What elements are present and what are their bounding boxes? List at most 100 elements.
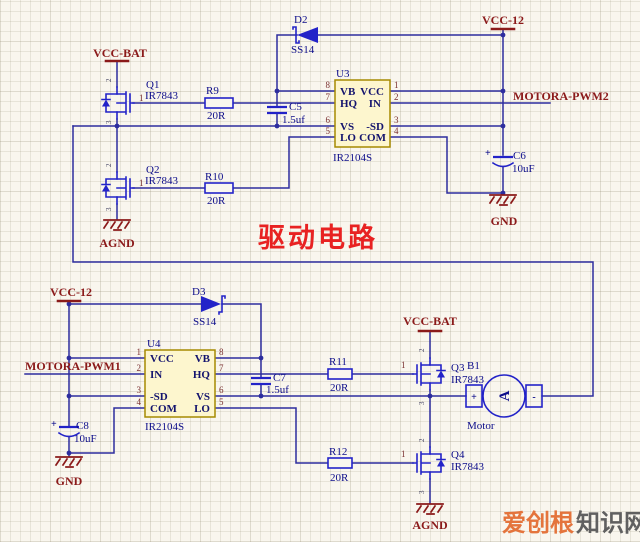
u4-pin7-number: 7 (219, 363, 224, 373)
ground-agnd-q2: AGND (99, 219, 135, 250)
q4-gate-pin: 1 (401, 449, 406, 459)
u3-pin-sd: -SD (366, 121, 384, 133)
q4-part: IR7843 (451, 461, 485, 473)
d2-part: SS14 (291, 44, 315, 56)
u4-pin-lo: LO (194, 403, 210, 415)
c6-polarity: + (485, 148, 491, 159)
c5-designator: C5 (289, 101, 302, 113)
q4-source-pin: 3 (418, 490, 426, 494)
c6-value: 10uF (512, 163, 535, 175)
u4-pin2-number: 2 (137, 363, 142, 373)
resistor-r11: R11 20R (327, 356, 353, 394)
net-label-motora-pwm2: MOTORA-PWM2 (513, 89, 609, 103)
r10-value: 20R (207, 195, 226, 207)
u4-pin-vs: VS (196, 391, 210, 403)
q1-designator: Q1 (146, 79, 159, 91)
power-port-vcc-bat-2: VCC-BAT (403, 314, 457, 333)
u4-pin-vcc: VCC (150, 353, 174, 365)
d3-part: SS14 (193, 316, 217, 328)
net-label-motora-pwm1: MOTORA-PWM1 (25, 359, 121, 373)
u4-pin-vb: VB (195, 353, 211, 365)
mosfet-q2: Q2 1 IR7843 2 3 (101, 163, 179, 211)
u4-pin3-number: 3 (137, 385, 142, 395)
u3-pin-vcc: VCC (360, 86, 384, 98)
u4-pin4-number: 4 (137, 397, 142, 407)
q2-part: IR7843 (145, 175, 179, 187)
q1-part: IR7843 (145, 90, 179, 102)
r9-value: 20R (207, 110, 226, 122)
power-port-vcc-bat-1: VCC-BAT (93, 46, 147, 63)
chip-u4: U4 IR2104S VCC VB IN HQ -SD VS COM LO 1 … (137, 338, 225, 433)
q3-source-pin: 3 (418, 401, 426, 405)
q4-designator: Q4 (451, 449, 465, 461)
b1-designator: B1 (467, 360, 480, 372)
mosfet-q1: Q1 1 IR7843 2 3 (101, 78, 179, 124)
u3-pin3-number: 3 (394, 115, 399, 125)
net-label-vcc-bat-2: VCC-BAT (403, 314, 457, 328)
motor-minus-terminal: - (532, 392, 535, 403)
output-loop-wire (72, 125, 594, 397)
q4-drain-pin: 2 (418, 438, 426, 442)
u3-pin-vs: VS (340, 121, 354, 133)
u4-pin5-number: 5 (219, 397, 224, 407)
q3-part: IR7843 (451, 374, 485, 386)
q2-gate-pin: 1 (139, 178, 144, 188)
c8-polarity: + (51, 419, 57, 430)
u4-pin1-number: 1 (137, 347, 142, 357)
u3-pin5-number: 5 (326, 126, 331, 136)
upper-half-bridge-wires (72, 28, 551, 220)
c7-value: 1.5uf (266, 384, 289, 396)
c5-value: 1.5uf (282, 114, 305, 126)
q2-source-pin: 3 (105, 207, 113, 211)
c8-designator: C8 (76, 420, 89, 432)
ground-gnd-c8: GND (55, 456, 83, 488)
u3-pin-lo: LO (340, 132, 356, 144)
power-port-vcc-12-left: VCC-12 (50, 285, 92, 303)
c6-designator: C6 (513, 150, 526, 162)
watermark-suffix: 知识网 (576, 510, 640, 537)
u4-pin8-number: 8 (219, 347, 224, 357)
r12-designator: R12 (329, 446, 347, 458)
mosfet-q3: 1 Q3 IR7843 2 3 (401, 348, 485, 405)
d2-designator: D2 (294, 14, 307, 26)
net-label-gnd-1: GND (491, 214, 518, 228)
u3-pin2-number: 2 (394, 92, 399, 102)
motor-symbol-letter: A (497, 390, 513, 401)
watermark: 爱创根 知识网 (502, 509, 640, 537)
u4-pin-in: IN (150, 369, 162, 381)
q1-source-pin: 3 (105, 120, 113, 124)
net-label-gnd-2: GND (56, 474, 83, 488)
q1-drain-pin: 2 (105, 78, 113, 82)
net-label-vcc-12-top: VCC-12 (482, 13, 524, 27)
resistor-r10: R10 20R (204, 171, 234, 207)
mosfet-q4: 1 Q4 IR7843 2 3 (401, 438, 485, 494)
diode-d2: D2 SS14 (291, 14, 318, 56)
r12-value: 20R (330, 472, 349, 484)
ground-gnd-c6: GND (489, 194, 518, 228)
d3-designator: D3 (192, 286, 206, 298)
u3-part: IR2104S (333, 152, 372, 164)
r11-designator: R11 (329, 356, 347, 368)
net-label-vcc-bat-1: VCC-BAT (93, 46, 147, 60)
u3-pin-in: IN (369, 98, 381, 110)
u3-pin4-number: 4 (394, 126, 399, 136)
u3-pin6-number: 6 (326, 115, 331, 125)
net-label-vcc-12-left: VCC-12 (50, 285, 92, 299)
ground-agnd-q4: AGND (412, 503, 448, 532)
u3-pin-com: COM (359, 132, 387, 144)
r11-value: 20R (330, 382, 349, 394)
heading-drive-circuit: 驱动电路 (258, 222, 378, 253)
q2-designator: Q2 (146, 164, 159, 176)
c7-designator: C7 (273, 372, 286, 384)
u3-pin8-number: 8 (326, 80, 331, 90)
motor-b1: + - A B1 Motor (465, 360, 543, 432)
u3-designator: U3 (336, 68, 350, 80)
q3-gate-pin: 1 (401, 360, 406, 370)
q1-gate-pin: 1 (139, 93, 144, 103)
power-port-vcc-12-top: VCC-12 (482, 13, 524, 31)
u3-pin1-number: 1 (394, 80, 399, 90)
capacitor-c7: C7 1.5uf (251, 372, 289, 396)
q3-designator: Q3 (451, 362, 465, 374)
